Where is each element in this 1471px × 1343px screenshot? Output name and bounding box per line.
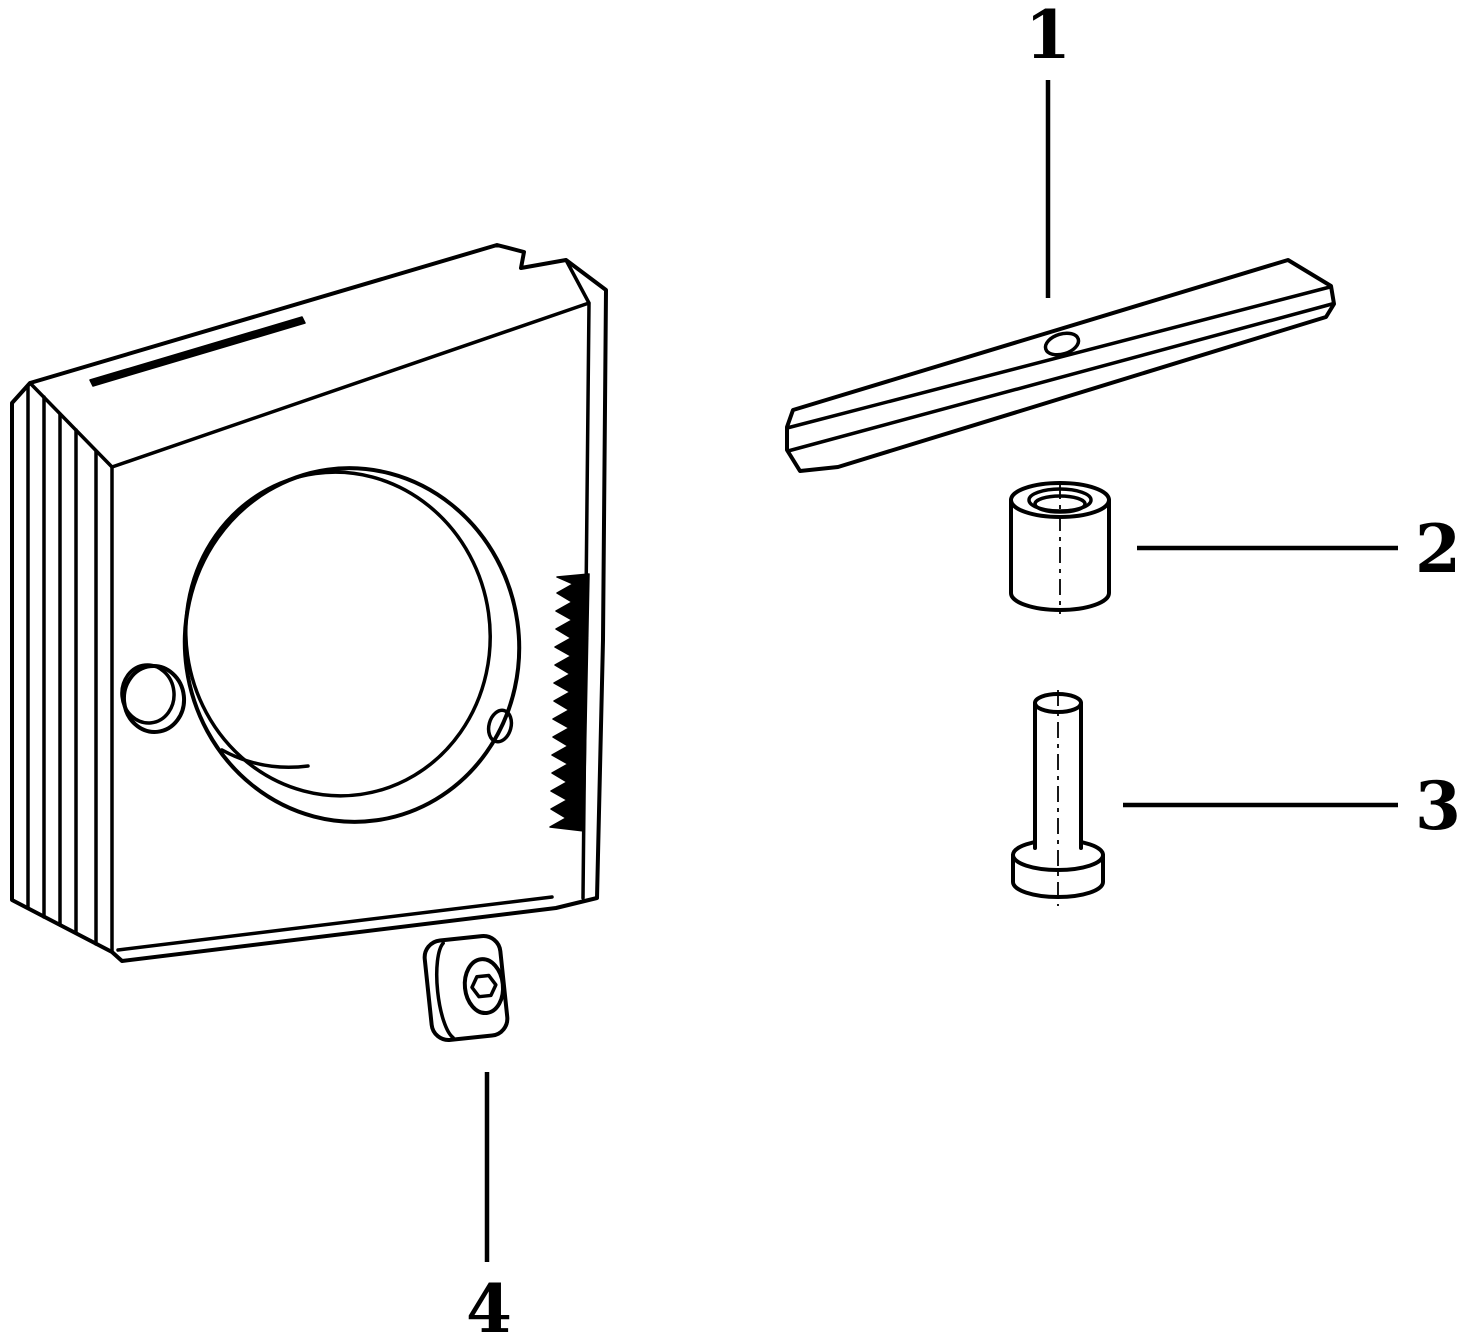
bar-silhouette [785,258,1336,473]
housing-bore-outer-edge [182,466,522,824]
setscrew-hex-socket [470,973,498,999]
callout-2: 2 [1137,510,1461,588]
callout-1: 1 [1025,0,1071,298]
callout-3: 3 [1123,767,1461,845]
housing-fin-edges [26,384,114,954]
callout-4-label: 4 [466,1270,512,1343]
bar-part [785,258,1336,473]
callout-4: 4 [466,1072,512,1343]
setscrew-barrel-arc [435,941,455,1040]
housing-bore-inner-edge [184,470,492,798]
screw-shaft-edges [1033,701,1083,850]
housing-bore-bottom-arc [220,748,310,770]
callout-2-label: 2 [1415,510,1461,588]
bar-hole [1043,331,1081,357]
housing-top-slot [89,316,306,387]
callout-1-label: 1 [1025,0,1071,74]
housing-pivot-hole-inner [120,663,176,725]
screw-part [1011,690,1105,906]
setscrew-part [422,933,510,1043]
bar-ridge-lines [785,285,1334,453]
housing-top-face-edges [28,258,591,952]
housing-silhouette [10,243,608,963]
spacer-part [1009,481,1111,614]
setscrew-face [462,957,506,1016]
callout-3-label: 3 [1415,767,1461,845]
housing-small-oval-hole [486,708,514,744]
housing-rack-teeth [549,573,590,832]
housing-part [10,243,608,963]
